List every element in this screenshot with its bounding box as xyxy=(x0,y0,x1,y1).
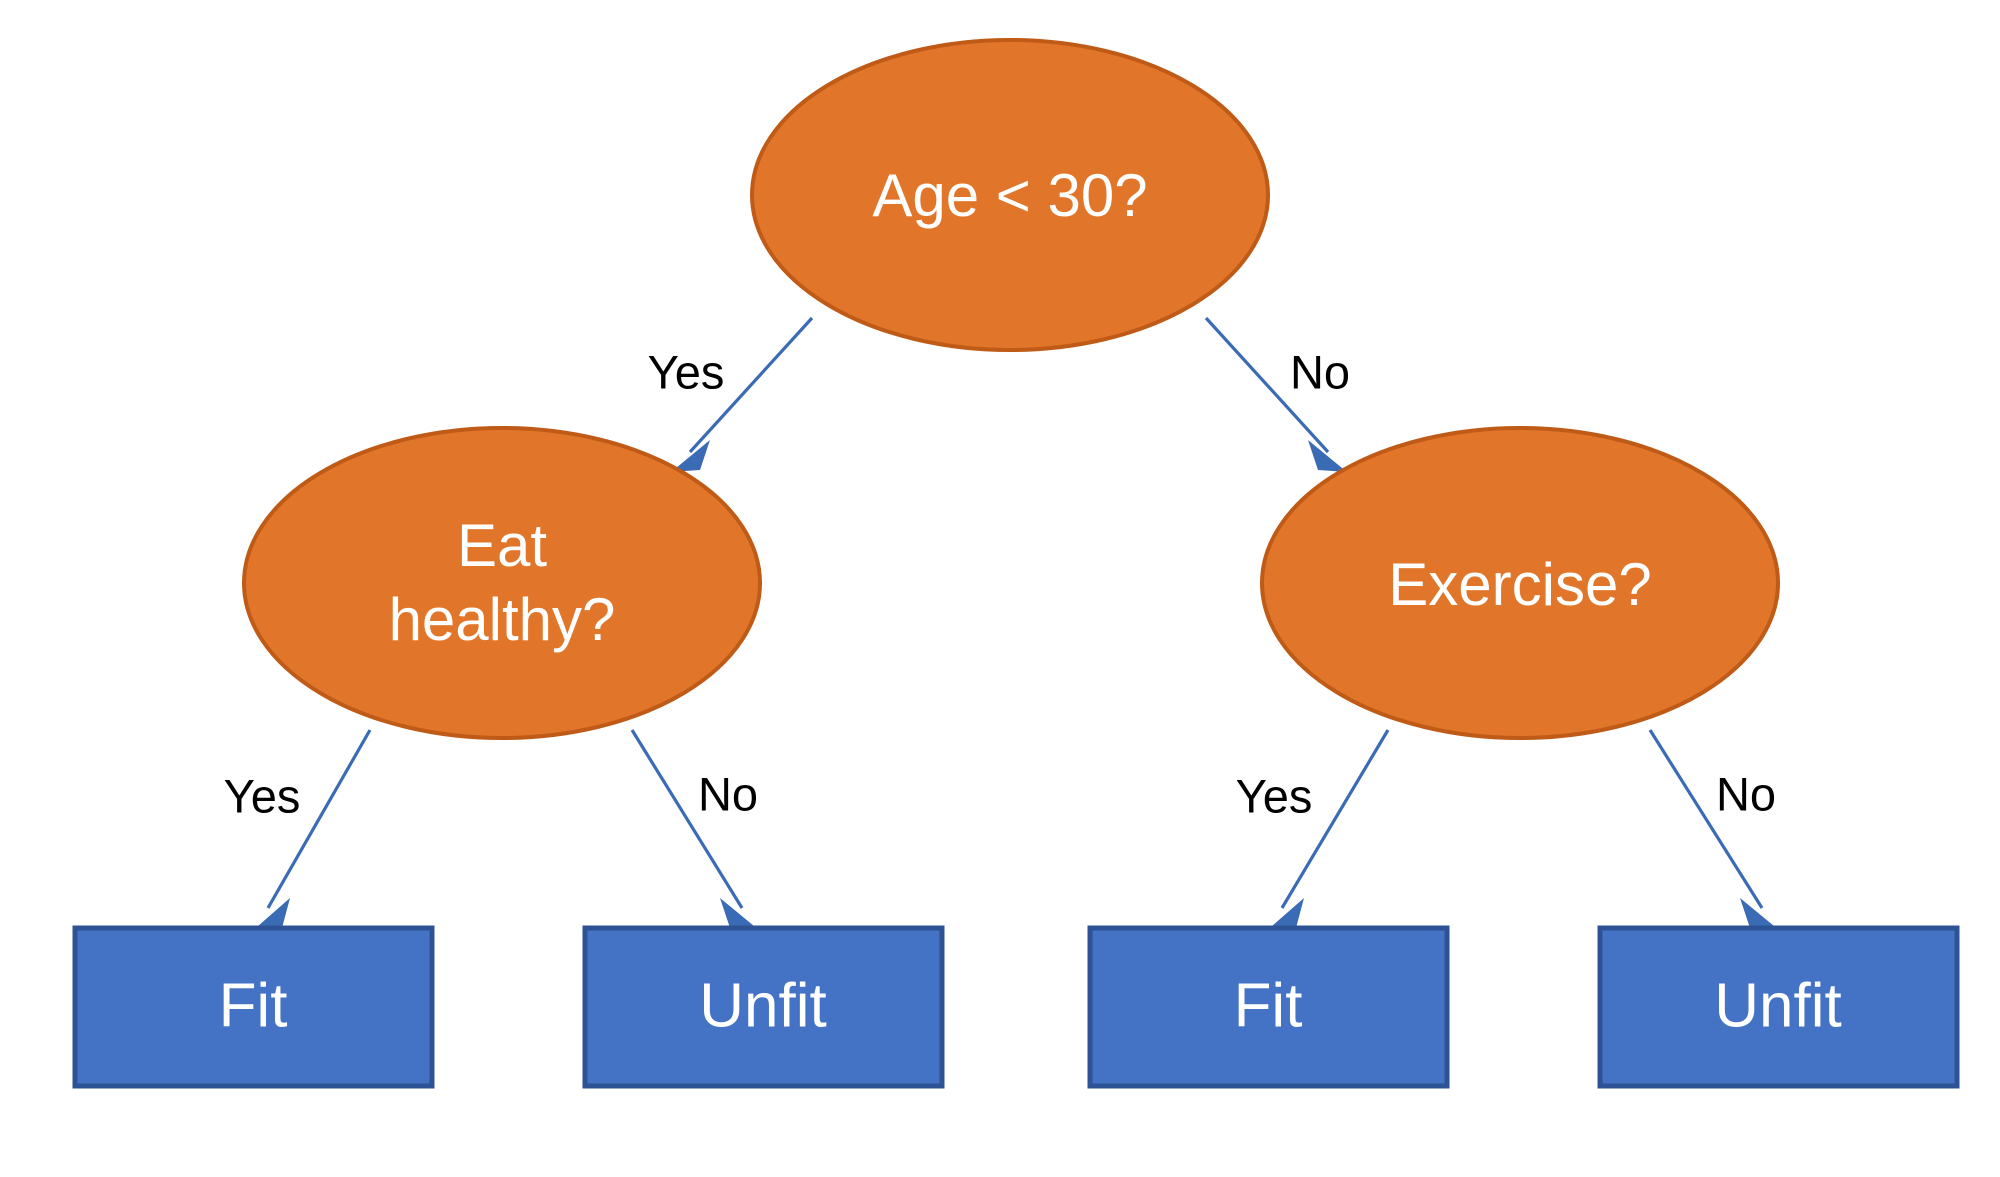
node-fit-right-rect[interactable] xyxy=(1087,925,1450,1089)
edge-arrowhead-age-no xyxy=(1308,440,1348,472)
node-exercise-label: Exercise? xyxy=(1388,551,1651,618)
node-unfit-left-rect[interactable] xyxy=(582,925,945,1089)
edge-label-eat-healthy-no: No xyxy=(698,767,758,820)
edge-label-exercise-yes: Yes xyxy=(1236,769,1313,822)
edge-label-exercise-no: No xyxy=(1716,767,1776,820)
edge-age-yes: Yes xyxy=(648,316,814,472)
node-age-ellipse[interactable] xyxy=(750,38,1270,352)
node-unfit-left-label: Unfit xyxy=(699,971,826,1040)
node-unfit-right[interactable]: Unfit xyxy=(1597,925,1960,1089)
node-eat-healthy-label-line2: healthy? xyxy=(389,586,616,653)
edge-line-eat-healthy-no xyxy=(630,729,744,909)
node-fit-left[interactable]: Fit xyxy=(72,925,435,1089)
node-fit-left-rect[interactable] xyxy=(72,925,435,1089)
edge-arrowhead-exercise-no xyxy=(1740,898,1780,930)
edge-arrowhead-eat-healthy-yes xyxy=(252,898,290,930)
edge-line-exercise-no xyxy=(1648,729,1764,909)
node-age-label: Age < 30? xyxy=(872,162,1147,229)
edge-line-age-no xyxy=(1204,316,1330,454)
edge-label-age-no: No xyxy=(1290,345,1350,398)
edge-arrowhead-age-yes xyxy=(670,440,710,472)
edge-line-eat-healthy-yes xyxy=(266,729,372,909)
edge-exercise-no: No xyxy=(1648,729,1780,930)
node-unfit-right-label: Unfit xyxy=(1714,971,1841,1040)
edge-age-no: No xyxy=(1204,316,1350,472)
node-fit-left-label: Fit xyxy=(219,971,288,1040)
edge-arrowhead-exercise-yes xyxy=(1266,898,1304,930)
edge-eat-healthy-yes: Yes xyxy=(224,729,372,930)
node-eat-healthy-label-line1: Eat xyxy=(457,512,547,579)
node-eat-healthy[interactable]: Eat healthy? xyxy=(242,426,762,740)
edge-label-age-yes: Yes xyxy=(648,345,725,398)
node-age[interactable]: Age < 30? xyxy=(750,38,1270,352)
node-exercise-ellipse[interactable] xyxy=(1260,426,1780,740)
edge-line-age-yes xyxy=(688,316,814,454)
edge-arrowhead-eat-healthy-no xyxy=(720,898,760,930)
node-unfit-left[interactable]: Unfit xyxy=(582,925,945,1089)
edge-label-eat-healthy-yes: Yes xyxy=(224,769,301,822)
edge-eat-healthy-no: No xyxy=(630,729,760,930)
node-fit-right[interactable]: Fit xyxy=(1087,925,1450,1089)
node-exercise[interactable]: Exercise? xyxy=(1260,426,1780,740)
node-fit-right-label: Fit xyxy=(1234,971,1303,1040)
edge-line-exercise-yes xyxy=(1280,729,1390,909)
edge-exercise-yes: Yes xyxy=(1236,729,1390,930)
node-unfit-right-rect[interactable] xyxy=(1597,925,1960,1089)
node-eat-healthy-ellipse[interactable] xyxy=(242,426,762,740)
